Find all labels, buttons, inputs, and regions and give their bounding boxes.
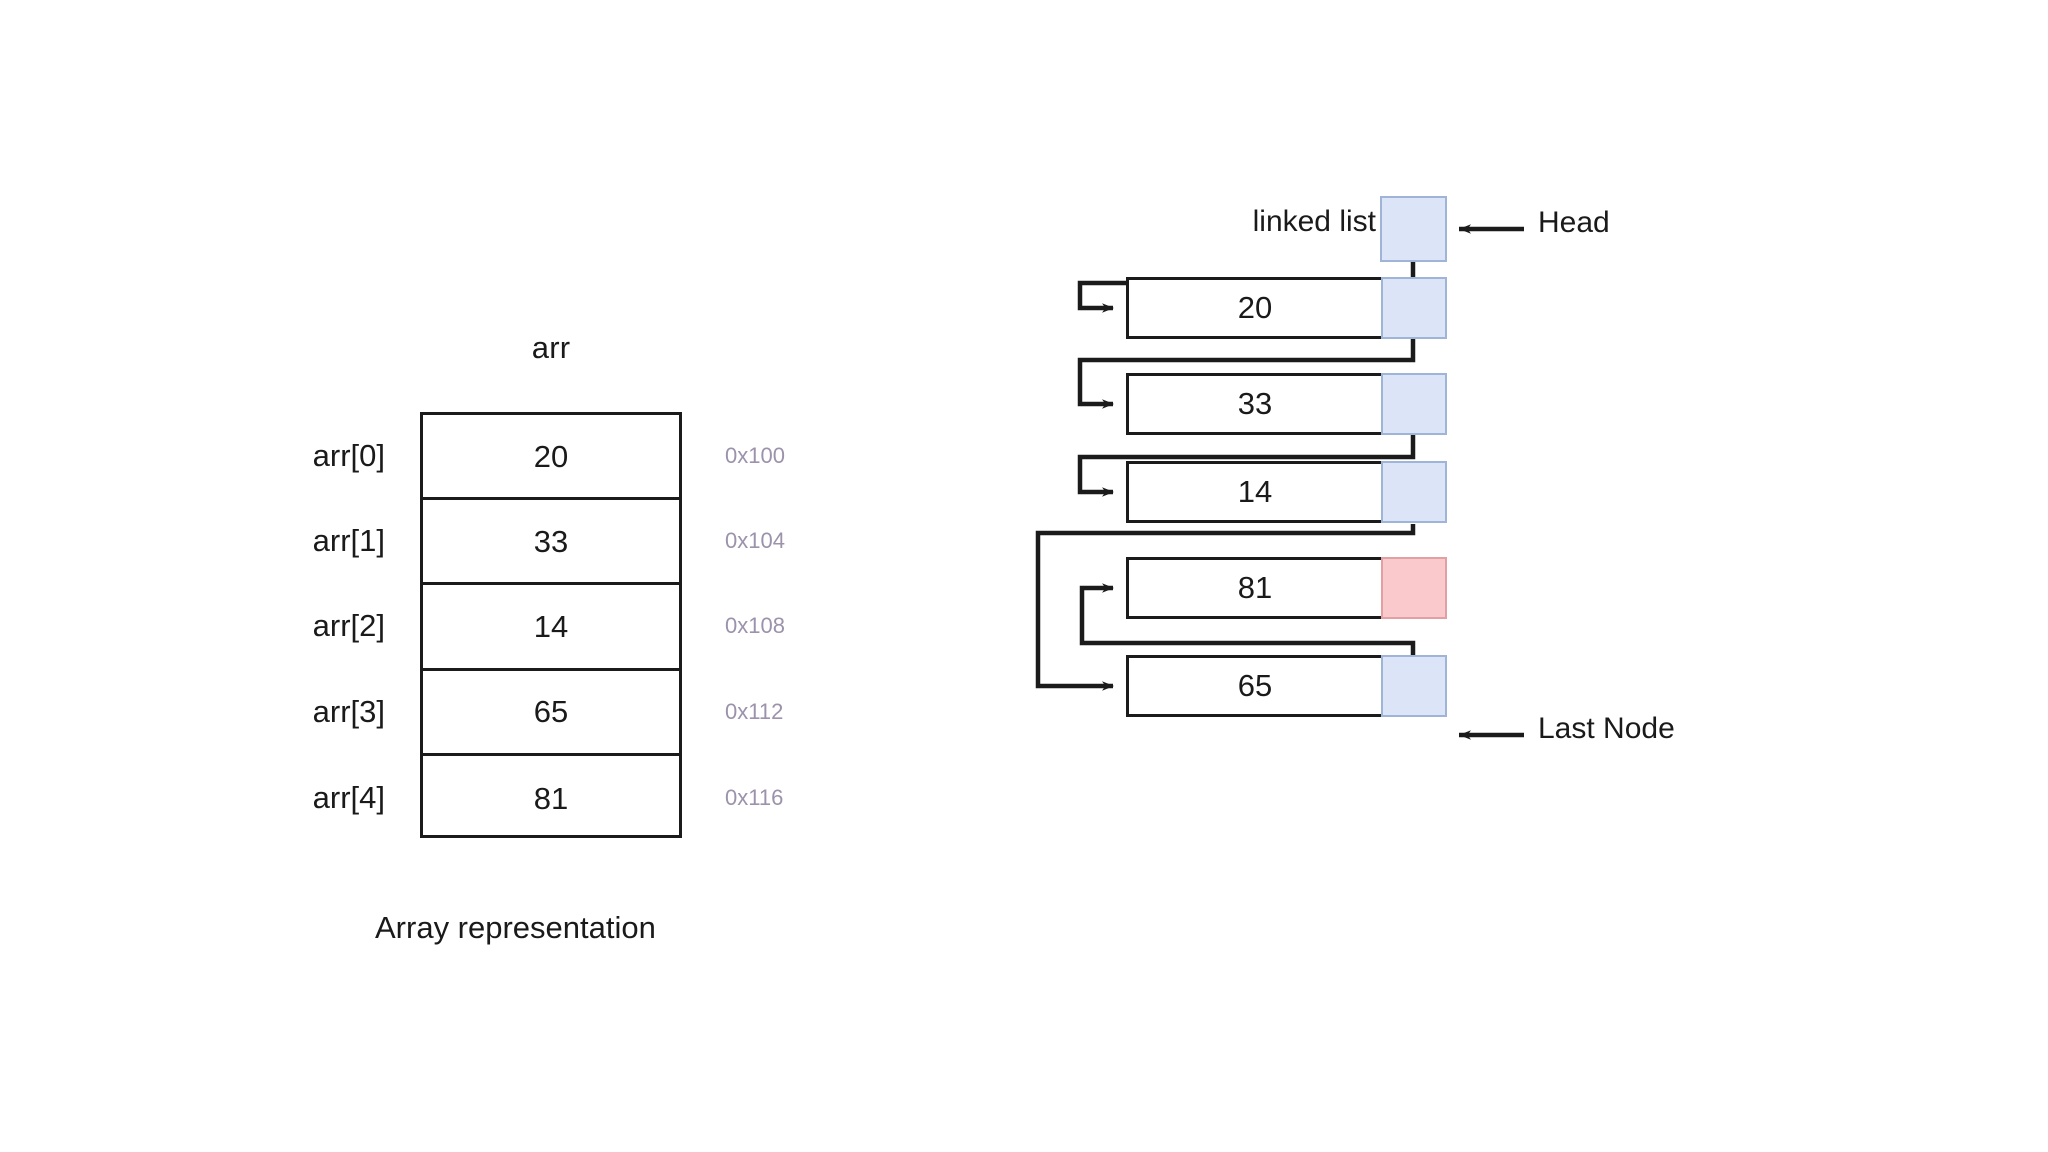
linked-list-node: 33 <box>1126 373 1447 435</box>
array-representation-panel: arr arr[0] 20 0x100 arr[1] 33 0x104 arr[… <box>0 0 960 1152</box>
array-row: arr[0] 20 0x100 <box>313 415 785 501</box>
array-cell-value-0: 20 <box>533 438 569 474</box>
array-cell-value-2: 14 <box>533 608 569 644</box>
node-value: 65 <box>1126 655 1381 717</box>
head-pointer-box <box>1380 196 1447 262</box>
linked-list-node: 14 <box>1126 461 1447 523</box>
node-value: 20 <box>1126 277 1381 339</box>
array-address-label-2: 0x108 <box>725 613 785 639</box>
array-address-label-3: 0x112 <box>725 698 784 724</box>
node-pointer-cell <box>1381 277 1447 339</box>
array-index-label-4: arr[4] <box>312 780 385 816</box>
array-address-label-1: 0x104 <box>725 528 785 554</box>
array-index-label-1: arr[1] <box>312 523 385 559</box>
head-label: Head <box>1538 206 1610 239</box>
array-row: arr[4] 81 0x116 <box>313 756 784 841</box>
linked-list-node-last: 81 <box>1126 557 1447 619</box>
array-row: arr[2] 14 0x108 <box>313 585 785 671</box>
node-pointer-cell <box>1381 461 1447 523</box>
node-pointer-cell-last <box>1381 557 1447 619</box>
linked-list-node: 20 <box>1126 277 1447 339</box>
last-node-label: Last Node <box>1538 712 1675 745</box>
array-index-label-2: arr[2] <box>312 608 385 644</box>
linked-list-node: 65 <box>1126 655 1447 717</box>
node-value: 81 <box>1126 557 1381 619</box>
array-index-label-3: arr[3] <box>312 693 385 729</box>
array-row: arr[1] 33 0x104 <box>313 500 785 586</box>
array-title: arr <box>531 330 571 365</box>
array-address-label-0: 0x100 <box>725 443 785 469</box>
array-caption: Array representation <box>375 910 656 945</box>
node-value: 33 <box>1126 373 1381 435</box>
node-value: 14 <box>1126 461 1381 523</box>
array-cell-value-4: 81 <box>533 780 569 816</box>
array-row: arr[3] 65 0x112 <box>313 671 783 756</box>
array-box: arr[0] 20 0x100 arr[1] 33 0x104 arr[2] 1… <box>313 412 785 841</box>
array-cell-value-1: 33 <box>533 523 569 559</box>
node-pointer-cell <box>1381 373 1447 435</box>
array-cell-value-3: 65 <box>533 694 569 730</box>
array-address-label-4: 0x116 <box>725 785 784 811</box>
node-pointer-cell <box>1381 655 1447 717</box>
array-index-label-0: arr[0] <box>312 438 385 474</box>
linked-list-title: linked list <box>1252 205 1376 238</box>
